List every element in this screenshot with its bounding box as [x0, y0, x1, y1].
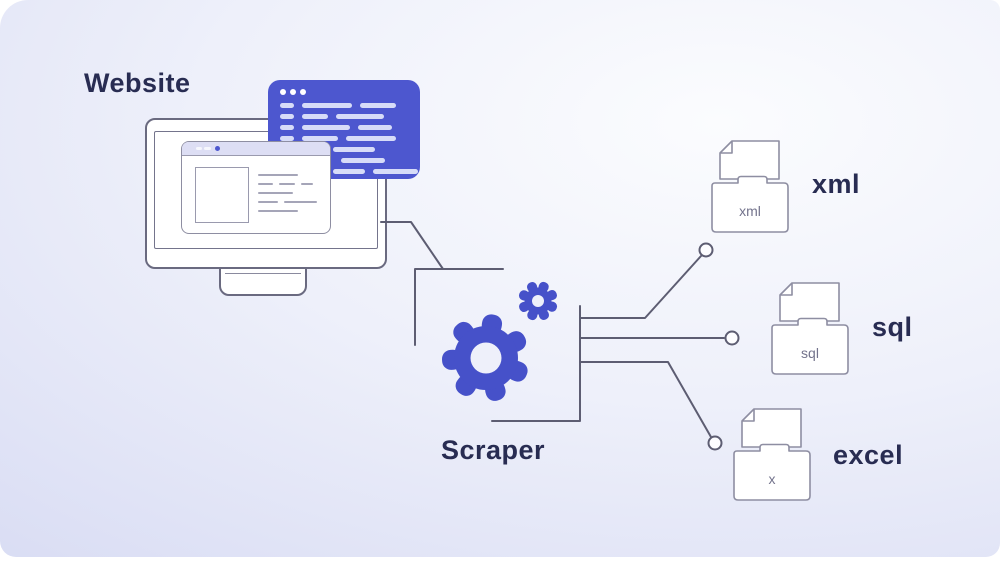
connector-scraper-to-xml — [579, 255, 702, 319]
browser-header — [182, 142, 330, 156]
folder-icon — [711, 175, 789, 233]
connector-monitor-to-scraper — [380, 221, 444, 270]
image-placeholder — [195, 167, 249, 223]
background — [0, 0, 1000, 557]
connector-node-icon — [707, 435, 723, 451]
folder-document-icon: xml — [711, 140, 789, 233]
folder-label: x — [769, 471, 776, 487]
browser-tab-bar — [196, 147, 202, 150]
browser-dot-icon — [215, 146, 220, 151]
window-dot — [280, 89, 286, 95]
stand-divider — [225, 273, 301, 274]
folder-label: sql — [801, 345, 819, 361]
browser-tab-bar — [204, 147, 211, 150]
sql-label: sql — [872, 312, 913, 342]
connector-node-icon — [698, 242, 714, 258]
folder-icon — [771, 317, 849, 375]
code-lines — [280, 103, 418, 180]
document-fold — [780, 283, 793, 296]
document-icon — [719, 140, 780, 180]
window-dot — [300, 89, 306, 95]
folder-label: xml — [739, 203, 761, 219]
output-xml: xml — [705, 138, 797, 236]
document-fold — [720, 141, 733, 154]
scraper-label: Scraper — [441, 435, 546, 465]
scraper-bracket-top-left — [414, 268, 504, 346]
connector-node-icon — [724, 330, 740, 346]
output-excel: x — [727, 406, 819, 504]
xml-label: xml — [812, 169, 861, 199]
small-gear-icon — [518, 281, 558, 321]
connector-scraper-to-excel — [579, 361, 712, 438]
window-dot — [290, 89, 296, 95]
scraper-bracket-bottom-right — [491, 305, 581, 422]
large-gear-icon — [441, 314, 528, 401]
folder-icon — [733, 443, 811, 501]
window-dots-icon — [280, 89, 306, 95]
document-icon — [779, 282, 840, 322]
gears-icon — [441, 281, 558, 401]
folder-document-icon: sql — [771, 282, 849, 375]
browser-window-icon — [181, 141, 331, 234]
folder-document-icon: x — [733, 408, 811, 501]
document-fold — [742, 409, 755, 422]
document-icon — [741, 408, 802, 448]
code-editor-icon — [268, 80, 420, 179]
browser-text-lines — [258, 174, 322, 219]
website-label: Website — [84, 68, 191, 98]
excel-label: excel — [833, 440, 904, 470]
monitor-screen — [154, 131, 378, 249]
output-sql: sql — [765, 280, 857, 378]
